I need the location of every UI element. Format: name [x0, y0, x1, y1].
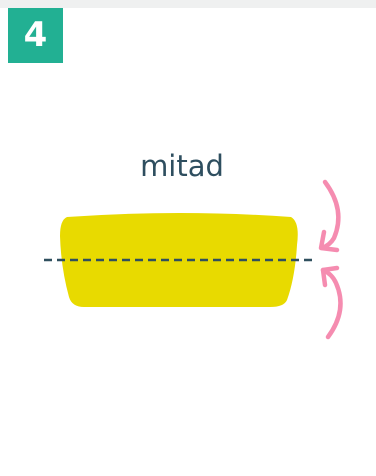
fold-down-arrow-icon	[321, 182, 338, 250]
fold-up-arrow-icon	[323, 268, 341, 337]
